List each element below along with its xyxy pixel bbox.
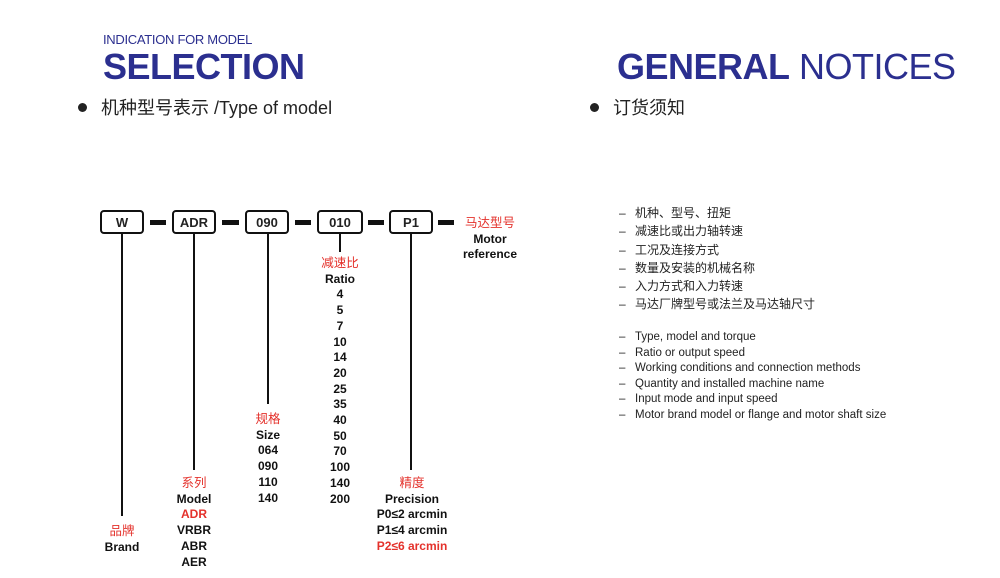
ratio-item: 35 [333,397,347,412]
list-item: –Ratio or output speed [619,346,745,359]
notes-en-list: –Type, model and torque –Ratio or output… [619,330,886,423]
notes-cn-list: –机种、型号、扭矩 –减速比或出力轴转速 –工况及连接方式 –数量及安装的机械名… [619,204,815,314]
precision-column: 精度 Precision P0≤2 arcmin P1≤4 arcmin P2≤… [370,476,454,555]
list-item: –Quantity and installed machine name [619,377,825,390]
precision-item: P1≤4 arcmin [376,523,448,538]
ratio-item: 200 [329,491,351,506]
precision-item: P0≤2 arcmin [376,507,448,522]
list-item: –减速比或出力轴转速 [619,224,744,239]
bullet-type-of-model: 机种型号表示 /Type of model [78,94,332,120]
dash [295,220,311,225]
dash [222,220,239,225]
series-item: ABR [181,538,207,553]
list-item: –入力方式和入力转速 [619,279,744,294]
leader-precision [410,234,412,470]
motor-cn: 马达型号 [464,216,515,230]
subtitle: INDICATION FOR MODEL [103,32,253,47]
list-item: –数量及安装的机械名称 [619,260,756,275]
leader-ratio [339,234,341,252]
notices-title-thin: NOTICES [799,46,956,87]
ratio-item: 100 [329,460,351,475]
bullet-text: 订货须知 [613,98,685,118]
bullet-text: 机种型号表示 /Type of model [101,98,333,118]
notices-title: GENERAL NOTICES [617,47,956,87]
series-item: VRBR [176,523,211,538]
ratio-item: 7 [336,318,344,333]
ratio-item: 14 [333,350,347,365]
list-item: –工况及连接方式 [619,242,720,257]
ratio-item: 20 [333,365,347,380]
motor-en1: Motor [473,231,507,246]
precision-cn: 精度 [399,476,425,490]
size-item: 090 [257,459,279,474]
list-item: –机种、型号、扭矩 [619,206,732,220]
code-box-series: ADR [172,210,216,234]
brand-en: Brand [104,539,140,554]
ratio-item: 10 [333,334,347,349]
motor-en2: reference [462,247,518,262]
bullet-dot-icon [590,102,599,112]
list-item: –Working conditions and connection metho… [619,362,861,374]
series-column: 系列 Model ADR VRBR ABR AER [163,476,225,570]
leader-series [193,234,195,470]
leader-brand [121,234,123,516]
ratio-item: 40 [333,413,347,428]
list-item: –Type, model and torque [619,331,756,343]
leader-size [267,234,269,404]
page-title: SELECTION [103,46,305,87]
dash [368,220,384,225]
series-item: ADR [181,507,207,522]
brand-cn: 品牌 [109,524,135,538]
size-item: 110 [258,474,278,489]
series-cn: 系列 [181,476,207,490]
bullet-order-notice: 订货须知 [590,94,685,120]
size-cn: 规格 [255,412,281,426]
series-item: AER [181,554,207,569]
list-item: –Motor brand model or flange and motor s… [619,408,887,421]
list-item: –Input mode and input speed [619,393,778,405]
ratio-item: 25 [333,381,347,396]
brand-column: 品牌 Brand [91,524,153,555]
precision-en: Precision [384,491,440,506]
ratio-item: 70 [333,444,347,459]
motor-reference: 马达型号 Motor reference [455,216,525,263]
size-column: 规格 Size 064 090 110 140 [238,412,298,506]
ratio-item: 50 [333,428,347,443]
notices-title-bold: GENERAL [617,46,790,87]
ratio-item: 5 [336,303,344,318]
ratio-item: 140 [329,475,351,490]
size-en: Size [255,427,280,442]
size-item: 064 [257,443,279,458]
bullet-dot-icon [78,102,87,112]
dash [438,220,454,225]
ratio-en: Ratio [325,271,355,286]
list-item: –马达厂牌型号或法兰及马达轴尺寸 [619,297,816,312]
code-box-size: 090 [245,210,289,234]
ratio-column: 减速比 Ratio 4 5 7 10 14 20 25 35 40 50 70 … [310,256,370,507]
ratio-item: 4 [336,287,344,302]
size-item: 140 [257,490,279,505]
dash [150,220,166,225]
series-en: Model [176,491,212,506]
precision-item: P2≤6 arcmin [376,538,448,553]
code-box-ratio: 010 [317,210,363,234]
code-box-brand: W [100,210,144,234]
ratio-cn: 减速比 [321,256,359,270]
code-box-precision: P1 [389,210,433,234]
